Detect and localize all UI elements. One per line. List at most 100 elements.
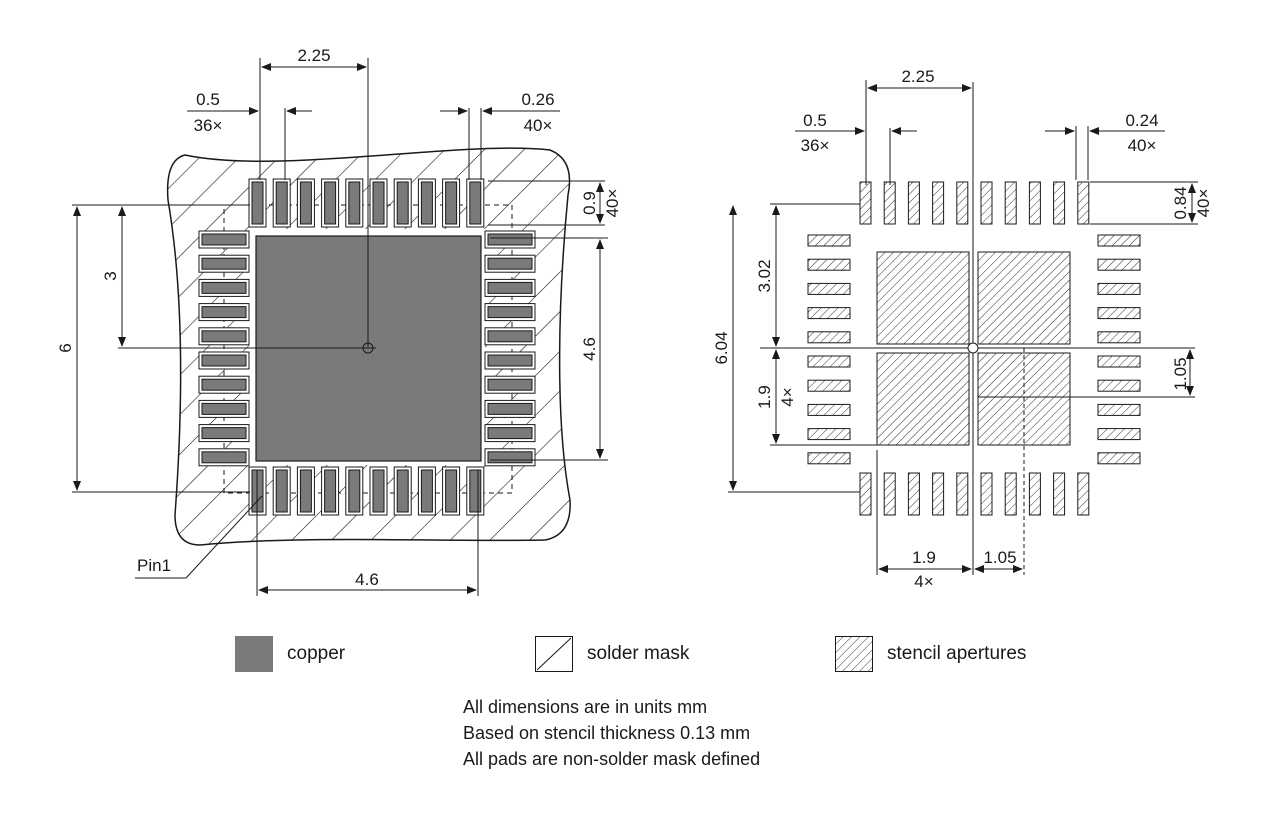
pad-right xyxy=(487,451,533,464)
stencil-pad-left xyxy=(807,234,851,247)
stencil-pad-top xyxy=(1028,181,1041,225)
stencil-pad-bottom xyxy=(859,472,872,516)
pad-top xyxy=(372,181,385,225)
stencil-pad-right xyxy=(1097,307,1141,320)
copper-swatch-icon xyxy=(235,636,273,672)
right-gap-horizontal-dim: 1.05 xyxy=(983,548,1016,567)
pad-right xyxy=(487,378,533,391)
pad-right xyxy=(487,427,533,440)
legend-label-stencil: stencil apertures xyxy=(887,643,1027,664)
right-pad-width-dim: 0.24 xyxy=(1125,111,1158,130)
pad-left xyxy=(201,257,247,270)
pad-right xyxy=(487,233,533,246)
stencil-pad-top xyxy=(1077,181,1090,225)
pad-top xyxy=(469,181,482,225)
right-pitch-dim: 0.5 xyxy=(803,111,827,130)
left-pad-length-dim: 0.9 xyxy=(580,191,599,215)
stencil-pad-top xyxy=(932,181,945,225)
left-pads xyxy=(198,178,536,516)
stencil-pad-right xyxy=(1097,282,1141,295)
stencil-pad-left xyxy=(807,307,851,320)
stencil-pad-left xyxy=(807,452,851,465)
right-pad-length-count: 40× xyxy=(1194,189,1213,218)
stencil-pad-right xyxy=(1097,258,1141,271)
pad-left xyxy=(201,402,247,415)
right-pitch-count: 36× xyxy=(801,136,830,155)
legend-label-copper: copper xyxy=(287,643,346,664)
stencil-pad-right xyxy=(1097,331,1141,344)
stencil-pad-right xyxy=(1097,428,1141,441)
pad-left xyxy=(201,281,247,294)
pad-top xyxy=(299,181,312,225)
legend-solder-mask: solder mask xyxy=(535,636,689,672)
pad-top xyxy=(348,181,361,225)
right-aperture-horizontal-count: 4× xyxy=(914,572,933,591)
pad-left xyxy=(201,354,247,367)
right-row-span-dim: 6.04 xyxy=(712,331,731,364)
right-center-offset-dim: 3.02 xyxy=(755,259,774,292)
note-units: All dimensions are in units mm xyxy=(463,697,708,717)
pad-left xyxy=(201,233,247,246)
left-thermal-width-dim: 4.6 xyxy=(355,570,379,589)
note-stencil-thickness: Based on stencil thickness 0.13 mm xyxy=(463,723,751,743)
footprint-drawing: 2.25 0.5 36× 0.26 40× 0.9 40× 4.6 3 6 4.… xyxy=(56,46,1213,596)
pad-right xyxy=(487,402,533,415)
stencil-pad-left xyxy=(807,428,851,441)
stencil-pad-bottom xyxy=(956,472,969,516)
left-dimension-lines xyxy=(72,58,608,596)
right-stencil-view: 2.25 0.5 36× 0.24 40× 0.84 40× 1.05 3.02… xyxy=(712,67,1213,591)
stencil-pad-top xyxy=(1004,181,1017,225)
stencil-pad-bottom xyxy=(1028,472,1041,516)
stencil-pad-left xyxy=(807,258,851,271)
pad-bottom xyxy=(396,469,409,513)
right-gap-vertical-dim: 1.05 xyxy=(1171,357,1190,390)
stencil-pad-left xyxy=(807,379,851,392)
solder-mask-swatch-icon xyxy=(535,636,573,672)
stencil-pad-bottom xyxy=(883,472,896,516)
stencil-pad-top xyxy=(956,181,969,225)
left-footprint-view: 2.25 0.5 36× 0.26 40× 0.9 40× 4.6 3 6 4.… xyxy=(56,46,622,596)
right-center-to-pin-dim: 2.25 xyxy=(901,67,934,86)
left-pad-width-dim: 0.26 xyxy=(521,90,554,109)
stencil-aperture-tl xyxy=(876,251,970,345)
right-pads xyxy=(807,181,1141,516)
pad-bottom xyxy=(299,469,312,513)
right-dimension-lines xyxy=(728,80,1198,575)
pad-left xyxy=(201,427,247,440)
right-pad-length-dim: 0.84 xyxy=(1171,186,1190,219)
stencil-pad-bottom xyxy=(1004,472,1017,516)
stencil-pad-left xyxy=(807,282,851,295)
stencil-pad-right xyxy=(1097,355,1141,368)
right-aperture-vertical-dim: 1.9 xyxy=(755,385,774,409)
stencil-aperture-bl xyxy=(876,352,970,446)
left-pad-count: 40× xyxy=(524,116,553,135)
left-center-offset-dim: 3 xyxy=(101,271,120,280)
stencil-pad-left xyxy=(807,403,851,416)
stencil-pad-top xyxy=(883,181,896,225)
stencil-pad-right xyxy=(1097,234,1141,247)
stencil-pad-top xyxy=(859,181,872,225)
pad-top xyxy=(324,181,337,225)
pad-right xyxy=(487,330,533,343)
left-pitch-dim: 0.5 xyxy=(196,90,220,109)
pad-left xyxy=(201,451,247,464)
note-pads: All pads are non-solder mask defined xyxy=(463,749,761,769)
stencil-pad-top xyxy=(907,181,920,225)
pad-bottom xyxy=(372,469,385,513)
pad-right xyxy=(487,281,533,294)
pad-bottom xyxy=(445,469,458,513)
stencil-pad-top xyxy=(980,181,993,225)
left-pitch-count: 36× xyxy=(194,116,223,135)
legend-stencil: stencil apertures xyxy=(835,636,1026,672)
stencil-pad-bottom xyxy=(980,472,993,516)
pad-right xyxy=(487,306,533,319)
left-thermal-height-dim: 4.6 xyxy=(580,337,599,361)
stencil-pad-right xyxy=(1097,379,1141,392)
pad-bottom xyxy=(420,469,433,513)
pad-top xyxy=(420,181,433,225)
pad-bottom xyxy=(469,469,482,513)
pad-top xyxy=(251,181,264,225)
stencil-pad-right xyxy=(1097,403,1141,416)
left-pad-length-count: 40× xyxy=(603,189,622,218)
pad-left xyxy=(201,306,247,319)
